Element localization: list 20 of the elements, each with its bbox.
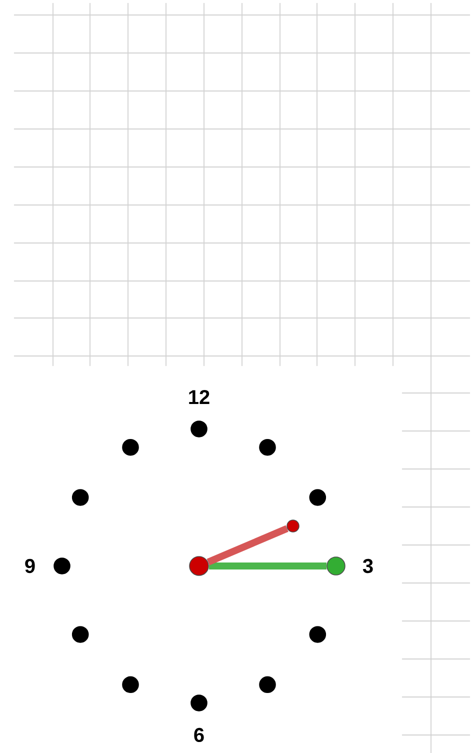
hour-dot (259, 676, 276, 694)
hour-dot (190, 420, 208, 438)
hand-end-dot (326, 556, 346, 576)
clock-centre-dot (189, 556, 209, 576)
hour-dot (259, 438, 276, 456)
clock-hand (208, 562, 327, 570)
clock-hand (206, 525, 288, 566)
hour-number: 6 (194, 728, 204, 742)
hour-dot (309, 626, 326, 643)
hour-number: 9 (25, 558, 35, 574)
hour-dot (54, 558, 70, 574)
hour-dot (122, 676, 139, 694)
hour-dot (72, 626, 89, 643)
hour-dot (309, 489, 326, 506)
hand-tip-dot (286, 520, 300, 532)
hour-dot (190, 694, 208, 712)
hour-number: 3 (362, 558, 373, 574)
hour-dot (72, 489, 89, 506)
hour-dot (122, 438, 139, 456)
hour-number: 12 (189, 390, 210, 404)
